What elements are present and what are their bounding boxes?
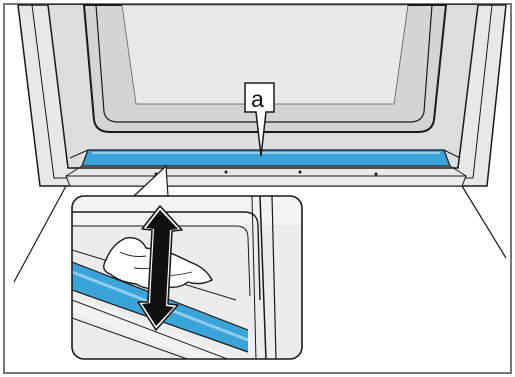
detail-inset <box>72 196 302 360</box>
callout-label: a <box>251 86 264 112</box>
